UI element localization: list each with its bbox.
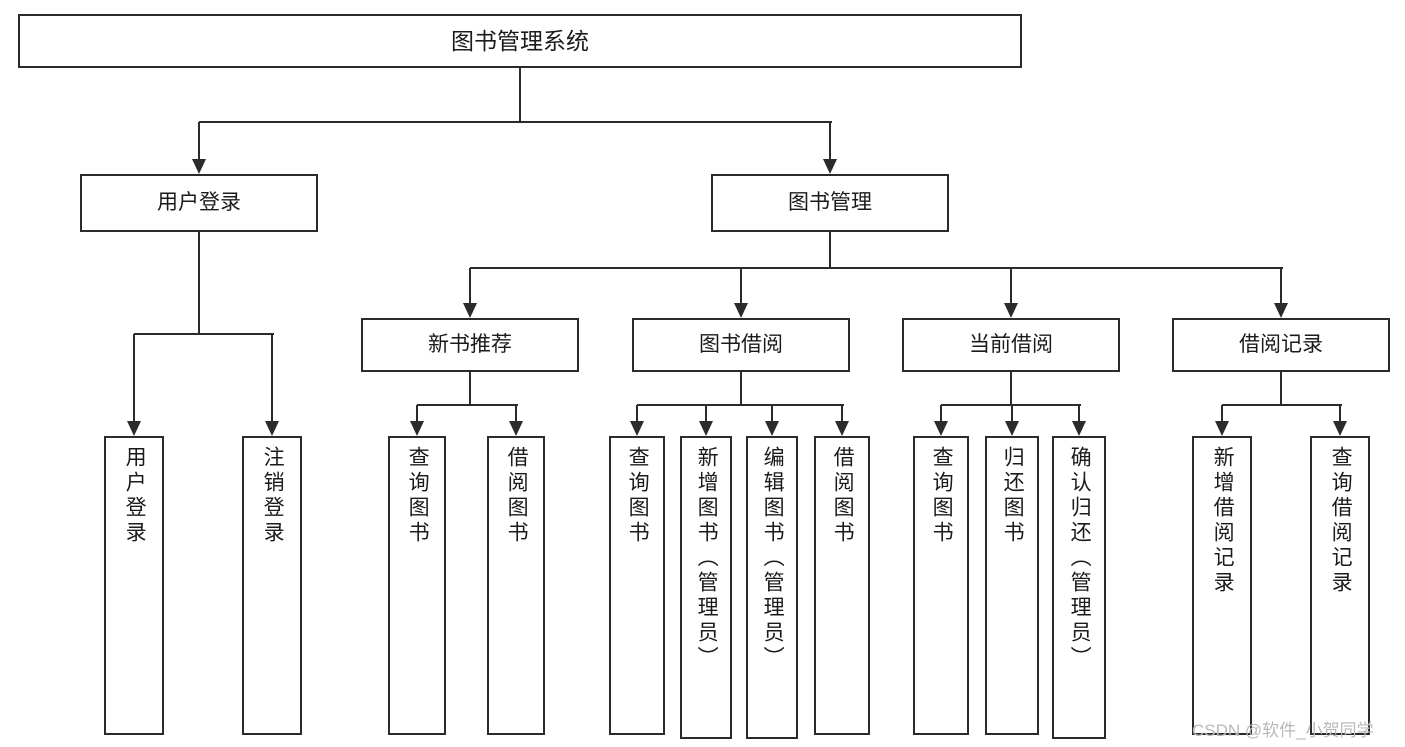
connector-drop-current-borrow-2: [1078, 405, 1080, 421]
node-new-book-rec[interactable]: 新书推荐: [361, 318, 579, 372]
node-leaf-edit-book-label: 编辑图书（管理员）: [761, 446, 785, 671]
node-book-borrow[interactable]: 图书借阅: [632, 318, 850, 372]
node-leaf-user-logout[interactable]: 注销登录: [242, 436, 302, 735]
connector-drop-current-borrow-1: [1011, 405, 1013, 421]
node-leaf-user-login-label: 用户登录: [123, 446, 147, 546]
connector-drop-book-manage-2: [1010, 268, 1012, 303]
node-leaf-query-record-label: 查询借阅记录: [1329, 446, 1353, 596]
node-leaf-add-record[interactable]: 新增借阅记录: [1192, 436, 1252, 735]
connector-drop-root-1: [829, 122, 831, 159]
node-current-borrow-label: 当前借阅: [969, 332, 1053, 356]
connector-drop-user-login-0: [133, 334, 135, 421]
connector-stem-user-login: [198, 232, 200, 334]
arrowhead-icon-book-borrow-3: [835, 421, 849, 436]
node-borrow-record-label: 借阅记录: [1239, 332, 1323, 356]
connector-drop-new-book-rec-0: [416, 405, 418, 421]
connector-drop-book-borrow-1: [705, 405, 707, 421]
connector-stem-book-borrow: [740, 372, 742, 405]
node-leaf-borrow-book-2[interactable]: 借阅图书: [814, 436, 870, 735]
arrowhead-icon-new-book-rec-1: [509, 421, 523, 436]
arrowhead-icon-borrow-record-1: [1333, 421, 1347, 436]
node-borrow-record[interactable]: 借阅记录: [1172, 318, 1390, 372]
arrowhead-icon-current-borrow-0: [934, 421, 948, 436]
node-leaf-user-logout-label: 注销登录: [261, 446, 285, 546]
node-root-label: 图书管理系统: [451, 27, 589, 54]
connector-drop-new-book-rec-1: [515, 405, 517, 421]
node-leaf-edit-book[interactable]: 编辑图书（管理员）: [746, 436, 798, 739]
arrowhead-icon-book-manage-2: [1004, 303, 1018, 318]
connector-drop-borrow-record-1: [1339, 405, 1341, 421]
connector-bus-user-login: [134, 333, 274, 335]
arrowhead-icon-book-borrow-1: [699, 421, 713, 436]
node-leaf-add-record-label: 新增借阅记录: [1211, 446, 1235, 596]
connector-stem-root: [519, 68, 521, 122]
node-leaf-query-book-2-label: 查询图书: [626, 446, 650, 546]
node-user-login-label: 用户登录: [157, 190, 241, 214]
arrowhead-icon-book-manage-3: [1274, 303, 1288, 318]
connector-bus-book-borrow: [637, 404, 844, 406]
arrowhead-icon-book-manage-0: [463, 303, 477, 318]
connector-bus-root: [199, 121, 832, 123]
node-leaf-query-book-1[interactable]: 查询图书: [388, 436, 446, 735]
node-book-manage[interactable]: 图书管理: [711, 174, 949, 232]
node-book-borrow-label: 图书借阅: [699, 332, 783, 356]
node-leaf-query-book-1-label: 查询图书: [406, 446, 430, 546]
node-leaf-user-login[interactable]: 用户登录: [104, 436, 164, 735]
node-leaf-borrow-book-1-label: 借阅图书: [505, 446, 529, 546]
connector-drop-user-login-1: [271, 334, 273, 421]
node-user-login[interactable]: 用户登录: [80, 174, 318, 232]
connector-drop-book-borrow-0: [636, 405, 638, 421]
node-current-borrow[interactable]: 当前借阅: [902, 318, 1120, 372]
node-leaf-query-book-3-label: 查询图书: [930, 446, 954, 546]
node-leaf-confirm-return-label: 确认归还（管理员）: [1068, 446, 1092, 671]
connector-bus-borrow-record: [1222, 404, 1342, 406]
node-leaf-query-record[interactable]: 查询借阅记录: [1310, 436, 1370, 735]
node-leaf-query-book-3[interactable]: 查询图书: [913, 436, 969, 735]
arrowhead-icon-user-login-0: [127, 421, 141, 436]
node-leaf-borrow-book-2-label: 借阅图书: [831, 446, 855, 546]
arrowhead-icon-current-borrow-1: [1005, 421, 1019, 436]
arrowhead-icon-book-borrow-2: [765, 421, 779, 436]
connector-drop-book-manage-1: [740, 268, 742, 303]
connector-stem-borrow-record: [1280, 372, 1282, 405]
arrowhead-icon-user-login-1: [265, 421, 279, 436]
node-book-manage-label: 图书管理: [788, 190, 872, 214]
arrowhead-icon-borrow-record-0: [1215, 421, 1229, 436]
connector-drop-root-0: [198, 122, 200, 159]
node-leaf-add-book-label: 新增图书（管理员）: [695, 446, 719, 671]
connector-stem-book-manage: [829, 232, 831, 268]
connector-drop-book-borrow-3: [841, 405, 843, 421]
arrowhead-icon-current-borrow-2: [1072, 421, 1086, 436]
arrowhead-icon-root-0: [192, 159, 206, 174]
arrowhead-icon-book-manage-1: [734, 303, 748, 318]
node-leaf-return-book-label: 归还图书: [1001, 446, 1025, 546]
node-leaf-borrow-book-1[interactable]: 借阅图书: [487, 436, 545, 735]
node-leaf-return-book[interactable]: 归还图书: [985, 436, 1039, 735]
arrowhead-icon-new-book-rec-0: [410, 421, 424, 436]
connector-drop-current-borrow-0: [940, 405, 942, 421]
node-leaf-query-book-2[interactable]: 查询图书: [609, 436, 665, 735]
connector-drop-book-borrow-2: [771, 405, 773, 421]
node-leaf-add-book[interactable]: 新增图书（管理员）: [680, 436, 732, 739]
connector-stem-new-book-rec: [469, 372, 471, 405]
node-leaf-confirm-return[interactable]: 确认归还（管理员）: [1052, 436, 1106, 739]
node-root[interactable]: 图书管理系统: [18, 14, 1022, 68]
connector-bus-book-manage: [470, 267, 1283, 269]
connector-stem-current-borrow: [1010, 372, 1012, 405]
arrowhead-icon-book-borrow-0: [630, 421, 644, 436]
arrowhead-icon-root-1: [823, 159, 837, 174]
connector-drop-book-manage-0: [469, 268, 471, 303]
connector-drop-book-manage-3: [1280, 268, 1282, 303]
connector-drop-borrow-record-0: [1221, 405, 1223, 421]
node-new-book-rec-label: 新书推荐: [428, 332, 512, 356]
connector-bus-new-book-rec: [417, 404, 518, 406]
